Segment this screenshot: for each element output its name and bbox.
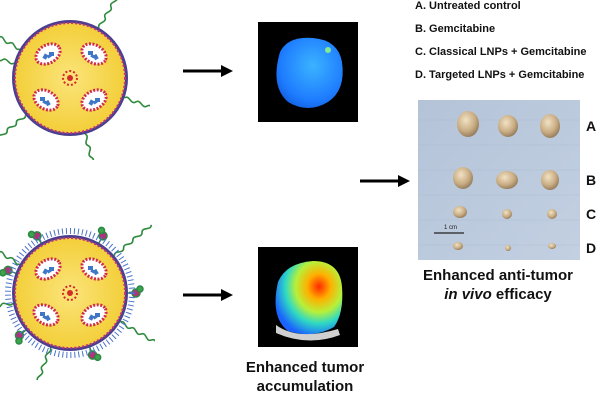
tumor-d3 [548, 243, 556, 249]
scale-bar-label: 1 cm [444, 225, 457, 231]
row-label-b: B [586, 172, 597, 188]
caption-line-2: accumulation [256, 378, 354, 395]
treatment-legend: A. Untreated control B. Gemcitabine C. C… [415, 0, 600, 92]
arrow-classical-to-imaging [183, 65, 233, 77]
tumor-a3 [540, 114, 560, 138]
tumor-b3 [541, 170, 559, 190]
classical-lnp-illustration [0, 0, 150, 160]
tumor-d1 [453, 242, 463, 250]
tumor-c3 [547, 209, 557, 219]
row-label-c: C [586, 206, 597, 222]
arrow-targeted-to-imaging [183, 289, 233, 301]
caption-line-2: in vivo efficacy [408, 285, 588, 304]
tumor-a1 [457, 111, 479, 137]
caption-line-1: Enhanced tumor [245, 359, 365, 376]
efficacy-text: efficacy [491, 286, 552, 303]
tumor-c1 [453, 206, 467, 218]
in-vivo-italic: in vivo [444, 286, 492, 303]
legend-item-a: A. Untreated control [415, 0, 521, 12]
tumor-b1 [453, 167, 473, 189]
legend-item-d: D. Targeted LNPs + Gemcitabine [415, 69, 585, 81]
imaging-blue-tumor [258, 22, 358, 122]
tumor-b2 [496, 171, 518, 189]
arrow-to-tumor-photo [360, 175, 410, 187]
row-label-a: A [586, 118, 597, 134]
tumor-c2 [502, 209, 512, 219]
excised-tumors-photo: 1 cm [418, 100, 580, 260]
legend-item-b: B. Gemcitabine [415, 23, 496, 35]
anti-tumor-caption: Enhanced anti-tumor in vivo efficacy [408, 266, 588, 304]
tumor-d2 [505, 245, 511, 251]
imaging-heatmap-tumor [258, 247, 358, 347]
targeted-lnp-illustration [0, 222, 155, 380]
caption-line-1: Enhanced anti-tumor [422, 267, 573, 284]
tumor-accumulation-caption: Enhanced tumor accumulation [220, 358, 390, 396]
row-label-d: D [586, 240, 597, 256]
tumor-a2 [498, 115, 518, 137]
legend-item-c: C. Classical LNPs + Gemcitabine [415, 46, 587, 58]
